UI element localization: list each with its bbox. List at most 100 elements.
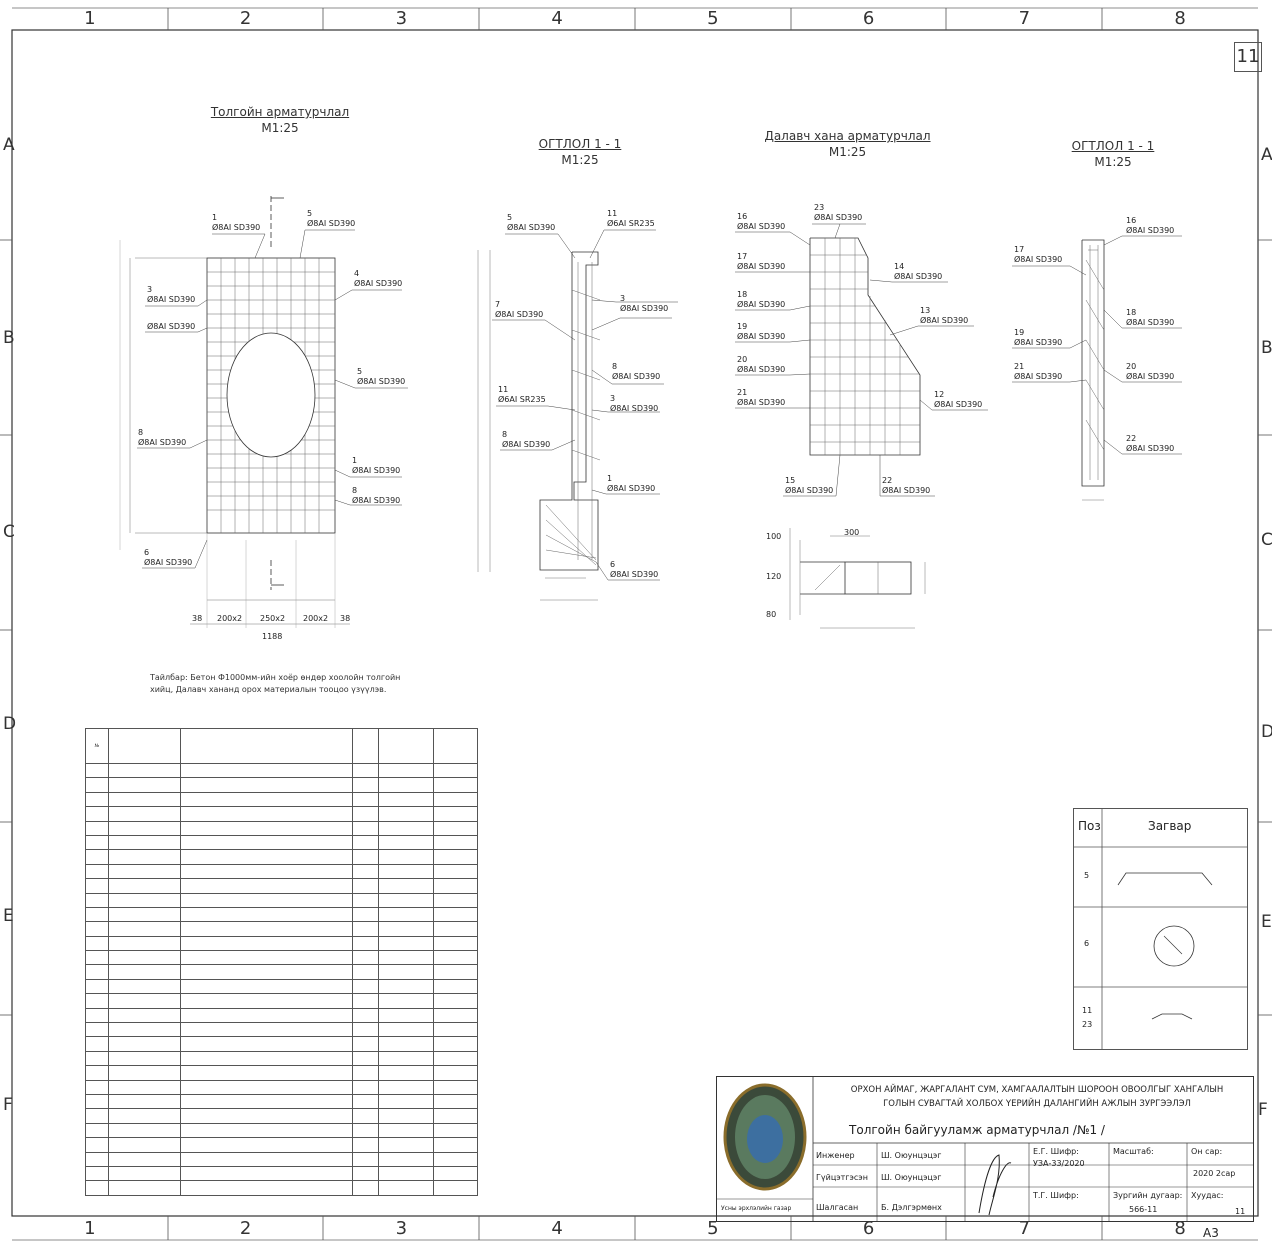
bar-spec: Ø8AI SD390 [144, 558, 193, 567]
bar-pos: 19 [1014, 328, 1025, 337]
bar-spec: Ø8AI SD390 [507, 223, 556, 232]
bar-pos: 18 [737, 290, 748, 299]
bar-pos: 8 [502, 430, 508, 439]
row-label: A [3, 135, 15, 155]
code1-label: Е.Г. Шифр: [1033, 1147, 1079, 1156]
col-label: 6 [862, 8, 875, 29]
code1-value: УЗА-33/2020 [1033, 1159, 1085, 1168]
dim-label: 100 [766, 532, 782, 541]
row-label: B [1261, 338, 1272, 358]
title-block: ОРХОН АЙМАГ, ЖАРГАЛАНТ СУМ, ХАМГААЛАЛТЫН… [716, 1076, 1254, 1222]
row-label: D [3, 714, 17, 734]
year-value: 2020 2сар [1193, 1169, 1236, 1178]
col-label: 4 [551, 8, 563, 29]
col-label: 5 [707, 8, 719, 29]
view2-title-text: ОГТЛОЛ 1 - 1 [538, 137, 622, 151]
bar-spec: Ø8AI SD390 [502, 440, 551, 449]
sheet-number: 11 [1234, 42, 1262, 72]
bar-spec: Ø8AI SD390 [147, 295, 196, 304]
bar-spec: Ø8AI SD390 [882, 486, 931, 495]
bar-pos: 16 [1126, 216, 1137, 225]
bar-label: Ø8AI SD390 [147, 322, 195, 332]
bar-spec: Ø8AI SD390 [607, 484, 656, 493]
view3-drawing [789, 237, 926, 629]
col-label: 1 [84, 1218, 96, 1239]
bar-pos: 3 [620, 294, 626, 303]
dim-label: 250x2 [260, 614, 286, 623]
bar-pos: 4 [354, 269, 360, 278]
bar-spec: Ø8AI SD390 [737, 300, 786, 309]
drawing-title: Толгойн байгууламж арматурчлал /№1 / [849, 1123, 1105, 1137]
bar-pos: 1 [352, 456, 358, 465]
bar-spec: Ø8AI SD390 [785, 486, 834, 495]
bar-pos: 14 [894, 262, 905, 271]
page-label: Хуудас: [1191, 1191, 1224, 1200]
bar-spec: Ø8AI SD390 [1126, 372, 1175, 381]
bar-pos: 20 [737, 355, 748, 364]
bar-spec: Ø8AI SD390 [1014, 372, 1063, 381]
bar-pos: 17 [1014, 245, 1025, 254]
dim-label: 120 [766, 572, 782, 581]
bar-pos: 5 [507, 213, 513, 222]
bar-pos: 5 [307, 209, 313, 218]
dim-label: 38 [192, 614, 203, 623]
col-label: 4 [551, 1218, 563, 1239]
bar-spec: Ø8AI SD390 [612, 372, 661, 381]
col-label: 3 [395, 1218, 408, 1239]
paper-format: A3 [1203, 1226, 1219, 1240]
bar-spec: Ø8AI SD390 [620, 304, 669, 313]
code2-label: Т.Г. Шифр: [1033, 1191, 1079, 1200]
bar-spec: Ø8AI SD390 [147, 322, 196, 331]
view1-drawing [119, 196, 350, 628]
col-label: 5 [707, 1218, 719, 1239]
detail-row-pos: 11 23 [1082, 1006, 1093, 1029]
bar-pos: 13 [920, 306, 931, 315]
bar-spec: Ø8AI SD390 [495, 310, 544, 319]
bar-pos: 15 [785, 476, 796, 485]
row-label: F [1258, 1100, 1268, 1120]
bar-spec: Ø8AI SD390 [357, 377, 406, 386]
col-label: 1 [84, 8, 96, 29]
view3-scale: M1:25 [828, 145, 867, 159]
bar-pos: 1 [607, 474, 613, 483]
view1-title: Толгойн арматурчлал M1:25 [205, 104, 355, 136]
bar-pos: 6 [144, 548, 150, 557]
bar-spec: Ø8AI SD390 [814, 213, 863, 222]
role-label: Гүйцэтгэсэн [816, 1173, 868, 1182]
row-label: D [1261, 722, 1272, 742]
bar-spec: Ø8AI SD390 [737, 222, 786, 231]
detail-row-pos: 6 [1084, 939, 1090, 948]
project-title-line2: ГОЛЫН СУВАГТАЙ ХОЛБОХ ҮЕРИЙН ДАЛАНГИЙН А… [883, 1099, 1191, 1109]
col-label: 8 [1174, 1218, 1186, 1239]
bar-pos: 7 [495, 300, 501, 309]
detail-header-pos: Поз [1078, 819, 1101, 833]
page-value: 11 [1235, 1207, 1246, 1216]
project-title-line1: ОРХОН АЙМАГ, ЖАРГАЛАНТ СУМ, ХАМГААЛАЛТЫН… [850, 1085, 1224, 1095]
bar-spec: Ø8AI SD390 [737, 332, 786, 341]
bar-spec: Ø8AI SD390 [920, 316, 969, 325]
